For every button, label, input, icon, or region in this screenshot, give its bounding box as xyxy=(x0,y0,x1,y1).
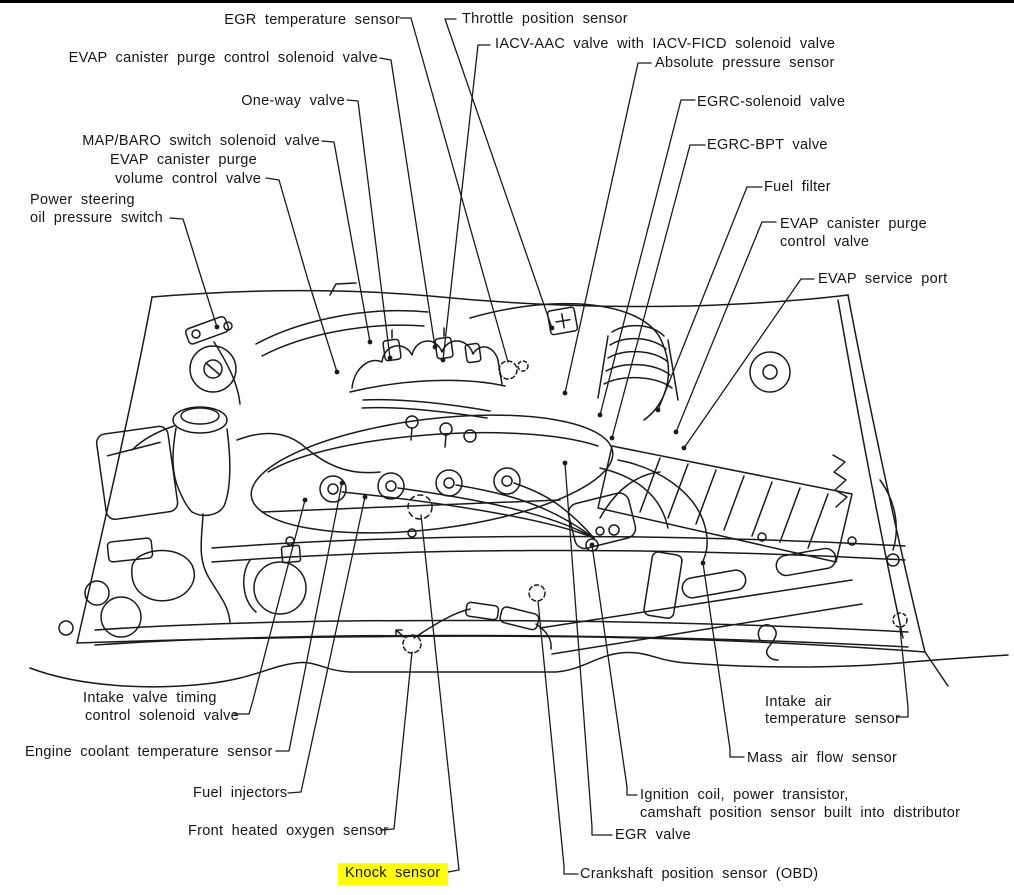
label-egr-valve: EGR valve xyxy=(615,827,691,843)
label-power-steering-oil-pressure-switch-line1: Power steering xyxy=(30,192,135,208)
leader-power-steering-oil-pressure-switch xyxy=(169,217,218,328)
leader-fuel-injectors xyxy=(287,496,366,794)
label-absolute-pressure-sensor: Absolute pressure sensor xyxy=(655,55,835,71)
air-cleaner xyxy=(539,324,900,661)
leader-mass-air-flow-sensor xyxy=(702,562,745,758)
label-knock-sensor: Knock sensor xyxy=(338,863,449,885)
label-intake-air-temperature-sensor-line1: Intake air xyxy=(765,694,832,710)
leader-egr-valve xyxy=(564,462,613,836)
left-side-components xyxy=(58,406,307,638)
leader-ignition-coil-distributor xyxy=(591,544,638,796)
label-intake-valve-timing-control-solenoid-valve-line1: Intake valve timing xyxy=(83,690,217,706)
leader-one-way-valve xyxy=(346,99,391,359)
leader-iacv-aac-valve xyxy=(442,44,491,361)
label-iacv-aac-valve: IACV-AAC valve with IACV-FICD solenoid v… xyxy=(495,36,836,52)
leader-crankshaft-position-sensor xyxy=(537,600,579,875)
label-egrc-solenoid-valve: EGRC-solenoid valve xyxy=(697,94,846,110)
engine-top xyxy=(250,302,670,534)
knock-sensor-highlight: Knock sensor xyxy=(338,863,449,885)
leader-egr-temperature-sensor xyxy=(399,17,509,363)
label-engine-coolant-temperature-sensor: Engine coolant temperature sensor xyxy=(25,744,273,760)
leader-evap-canister-purge-control-solenoid-valve xyxy=(379,57,436,348)
leader-knock-sensor xyxy=(420,514,460,873)
label-ignition-coil-distributor-line2: camshaft position sensor built into dist… xyxy=(640,805,961,821)
leader-fuel-filter xyxy=(657,186,763,411)
label-throttle-position-sensor: Throttle position sensor xyxy=(462,11,628,27)
leader-lines xyxy=(169,17,909,875)
label-map-baro-switch-solenoid-valve: MAP/BARO switch solenoid valve xyxy=(82,133,320,149)
strut-towers xyxy=(189,345,791,393)
label-crankshaft-position-sensor-obd: Crankshaft position sensor (OBD) xyxy=(580,866,819,882)
label-egr-temperature-sensor: EGR temperature sensor xyxy=(224,12,400,28)
leader-absolute-pressure-sensor xyxy=(564,62,652,394)
leader-throttle-position-sensor xyxy=(444,18,553,329)
label-mass-air-flow-sensor: Mass air flow sensor xyxy=(747,750,898,766)
label-fuel-injectors: Fuel injectors xyxy=(193,785,288,801)
leader-egrc-bpt-valve xyxy=(611,144,706,439)
label-egrc-bpt-valve: EGRC-BPT valve xyxy=(707,137,828,153)
label-power-steering-oil-pressure-switch-line2: oil pressure switch xyxy=(30,210,163,226)
leader-endpoint-dots xyxy=(214,324,706,566)
leader-evap-service-port xyxy=(683,278,815,449)
label-intake-valve-timing-control-solenoid-valve-line2: control solenoid valve xyxy=(85,708,240,724)
label-evap-canister-purge-control-solenoid-valve: EVAP canister purge control solenoid val… xyxy=(68,50,378,66)
label-ignition-coil-distributor-line1: Ignition coil, power transistor, xyxy=(640,787,849,803)
leader-evap-canister-purge-control-valve xyxy=(675,221,777,433)
label-evap-canister-purge-control-valve-line1: EVAP canister purge xyxy=(780,216,927,232)
label-one-way-valve: One-way valve xyxy=(241,93,345,109)
label-evap-canister-purge-volume-control-valve-line1: EVAP canister purge xyxy=(110,152,257,168)
label-evap-canister-purge-volume-control-valve-line2: volume control valve xyxy=(115,171,262,187)
image-top-border xyxy=(0,0,1014,3)
leader-intake-air-temperature-sensor xyxy=(896,627,909,718)
label-intake-air-temperature-sensor-line2: temperature sensor xyxy=(765,711,901,727)
leader-intake-valve-timing-control-solenoid-valve xyxy=(233,499,306,715)
label-evap-canister-purge-control-valve-line2: control valve xyxy=(780,234,870,250)
leader-egrc-solenoid-valve xyxy=(599,99,696,416)
label-front-heated-oxygen-sensor: Front heated oxygen sensor xyxy=(188,823,389,839)
leader-map-baro-switch-solenoid-valve xyxy=(321,140,371,343)
label-fuel-filter: Fuel filter xyxy=(764,179,831,195)
plug-wires xyxy=(319,467,661,552)
leader-front-heated-oxygen-sensor xyxy=(379,651,413,831)
leader-evap-canister-purge-volume-control-valve xyxy=(265,177,338,373)
label-evap-service-port: EVAP service port xyxy=(818,271,948,287)
leader-engine-coolant-temperature-sensor xyxy=(275,482,343,752)
block-rails xyxy=(94,459,909,650)
